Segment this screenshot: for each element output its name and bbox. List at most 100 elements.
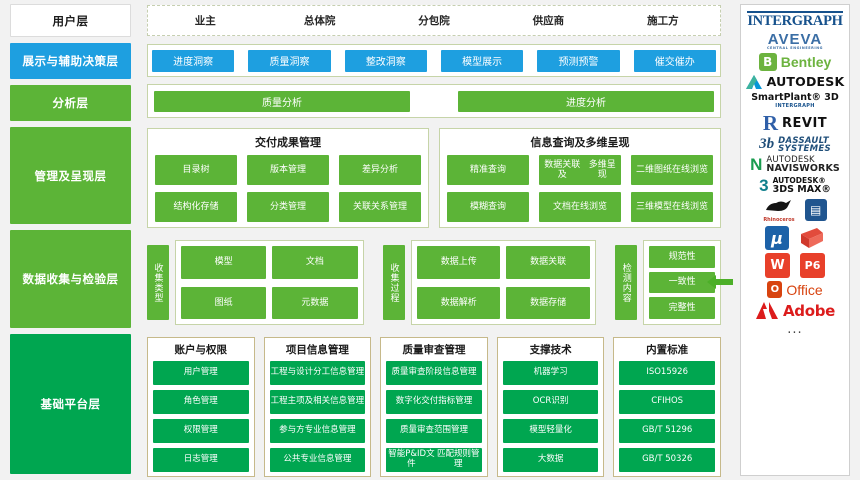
platform-item[interactable]: 质量审查范围管理 — [386, 419, 482, 443]
platform-item[interactable]: 智能P&ID文件匹配规则管理 — [386, 448, 482, 472]
logo-text: REVIT — [782, 115, 828, 131]
platform-item[interactable]: 权限管理 — [153, 419, 249, 443]
logo-subtext: CENTRAL ENGINEERING — [766, 45, 824, 50]
logo-dassault-systemes: 3b DASSAULT SYSTEMES — [745, 135, 845, 153]
layer-label-text: 分析层 — [52, 96, 89, 110]
layer-label-text: 展示与辅助决策层 — [22, 54, 119, 68]
platform-item[interactable]: 质量审查阶段信息管理 — [386, 361, 482, 385]
check-content-item[interactable]: 一致性 — [649, 271, 715, 294]
platform-item[interactable]: 参与方专业信息管理 — [269, 419, 366, 443]
logo-subtext: INTERGRAPH — [775, 102, 815, 109]
analysis-bar[interactable]: 质量分析 — [154, 90, 410, 112]
collection-type-tab: 收集类型 — [147, 245, 169, 320]
management-panel-row: 交付成果管理 目录树 版本管理 差异分析 结构化存储 分类管理 关联关系管理 信… — [147, 128, 721, 228]
insight-button[interactable]: 质量洞察 — [248, 49, 331, 72]
layer-label-text: 管理及呈现层 — [34, 168, 107, 183]
collection-process-item[interactable]: 数据解析 — [417, 286, 501, 319]
layer-legend-column: 用户层 展示与辅助决策层 分析层 管理及呈现层 数据收集与检验层 基础平台层 — [0, 0, 141, 480]
panel-item[interactable]: 三维模型在线浏览 — [631, 192, 713, 222]
more-text: ... — [787, 322, 803, 338]
logo-text: DASSAULT — [778, 135, 829, 146]
platform-item[interactable]: 大数据 — [502, 448, 599, 472]
panel-item[interactable]: 结构化存储 — [155, 192, 237, 222]
insight-button[interactable]: 预测预警 — [537, 49, 620, 72]
collection-type-panel: 模型 文档 图纸 元数据 — [175, 240, 364, 325]
collection-type-item[interactable]: 模型 — [181, 246, 267, 279]
logo-text: AVEVA — [767, 30, 823, 48]
spacer — [602, 240, 610, 325]
platform-item-list: 用户管理 角色管理 权限管理 日志管理 — [153, 361, 249, 472]
logo-rhino-and-tekla: Rhinoceros ▤ — [745, 197, 845, 223]
logo-text: INTERGRAPH — [747, 11, 843, 29]
collection-type-item[interactable]: 元数据 — [272, 286, 358, 319]
panel-item[interactable]: 分类管理 — [247, 192, 329, 222]
platform-item[interactable]: 模型轻量化 — [502, 419, 599, 443]
layer-label-text: 数据收集与检验层 — [22, 272, 119, 286]
logo-text: Adobe — [782, 301, 836, 320]
panel-item-grid: 精准查询 数据关联及多维呈现 二维图纸在线浏览 模糊查询 文档在线浏览 三维模型… — [447, 155, 713, 222]
collection-type-item[interactable]: 图纸 — [181, 286, 267, 319]
office-mark-icon: O — [767, 281, 783, 299]
platform-item[interactable]: 工程与设计分工信息管理 — [269, 361, 366, 385]
platform-item[interactable]: 用户管理 — [153, 361, 249, 385]
insight-button[interactable]: 整改洞察 — [344, 49, 427, 72]
software-logo-panel: INTERGRAPH AVEVA CENTRAL ENGINEERING B B… — [740, 4, 850, 476]
platform-item[interactable]: GB/T 50326 — [619, 448, 715, 472]
spacer — [370, 240, 378, 325]
platform-item[interactable]: 机器学习 — [502, 361, 599, 385]
platform-item[interactable]: 数字化交付指标管理 — [386, 390, 482, 414]
management-panel-delivery: 交付成果管理 目录树 版本管理 差异分析 结构化存储 分类管理 关联关系管理 — [147, 128, 429, 228]
sketchup-mark-icon — [801, 228, 823, 249]
role-item: 业主 — [194, 15, 216, 27]
panel-item[interactable]: 版本管理 — [247, 155, 329, 185]
platform-item[interactable]: CFIHOS — [619, 390, 715, 414]
platform-column-title: 账户与权限 — [174, 344, 228, 356]
platform-item[interactable]: GB/T 51296 — [619, 419, 715, 443]
insight-button[interactable]: 进度洞察 — [152, 49, 235, 72]
autodesk-mark-icon — [745, 74, 762, 89]
platform-column-title: 项目信息管理 — [285, 344, 349, 356]
platform-item[interactable]: 工程主项及相关信息管理 — [269, 390, 366, 414]
platform-item-list: ISO15926 CFIHOS GB/T 51296 GB/T 50326 — [619, 361, 715, 472]
panel-item[interactable]: 文档在线浏览 — [539, 192, 621, 222]
panel-item[interactable]: 目录树 — [155, 155, 237, 185]
platform-column-title: 质量审查管理 — [402, 344, 466, 356]
logo-text: SmartPlant® 3D — [751, 91, 839, 103]
platform-item[interactable]: 角色管理 — [153, 390, 249, 414]
insight-button[interactable]: 模型展示 — [440, 49, 524, 72]
collection-process-item[interactable]: 数据上传 — [417, 246, 501, 279]
platform-item[interactable]: ISO15926 — [619, 361, 715, 385]
platform-item[interactable]: OCR识别 — [502, 390, 599, 414]
logo-aveva: AVEVA CENTRAL ENGINEERING — [745, 32, 845, 50]
platform-column-project-info: 项目信息管理 工程与设计分工信息管理 工程主项及相关信息管理 参与方专业信息管理… — [263, 337, 372, 477]
platform-item-list: 工程与设计分工信息管理 工程主项及相关信息管理 参与方专业信息管理 公共专业信息… — [269, 361, 366, 472]
check-content-item[interactable]: 完整性 — [649, 297, 715, 319]
layer-label-data-collection: 数据收集与检验层 — [10, 230, 131, 328]
role-item: 供应商 — [532, 15, 565, 27]
platform-item-list: 质量审查阶段信息管理 数字化交付指标管理 质量审查范围管理 智能P&ID文件匹配… — [386, 361, 482, 472]
panel-item[interactable]: 精准查询 — [447, 155, 529, 185]
collection-type-item[interactable]: 文档 — [272, 246, 358, 279]
platform-item[interactable]: 公共专业信息管理 — [269, 448, 366, 472]
panel-item[interactable]: 二维图纸在线浏览 — [631, 155, 713, 185]
panel-item[interactable]: 关联关系管理 — [339, 192, 421, 222]
analysis-bar[interactable]: 进度分析 — [458, 90, 714, 112]
logo-3ds-max: 3 AUTODESK® 3DS MAX® — [745, 177, 845, 194]
panel-item-grid: 目录树 版本管理 差异分析 结构化存储 分类管理 关联关系管理 — [155, 155, 421, 222]
panel-item[interactable]: 差异分析 — [339, 155, 421, 185]
wps-mark-icon: W — [765, 253, 790, 279]
collection-process-item[interactable]: 数据关联 — [506, 246, 590, 279]
panel-item[interactable]: 数据关联及多维呈现 — [539, 155, 621, 185]
insight-button[interactable]: 催交催办 — [633, 49, 716, 72]
role-item: 分包院 — [418, 15, 450, 27]
platform-column-row: 账户与权限 用户管理 角色管理 权限管理 日志管理 项目信息管理 工程与设计分工… — [147, 337, 721, 477]
tekla-mark-icon: ▤ — [804, 199, 827, 222]
layer-label-text: 用户层 — [52, 13, 89, 28]
platform-item[interactable]: 日志管理 — [153, 448, 249, 472]
panel-item[interactable]: 模糊查询 — [447, 192, 529, 222]
platform-column-quality-review: 质量审查管理 质量审查阶段信息管理 数字化交付指标管理 质量审查范围管理 智能P… — [380, 337, 488, 477]
collection-process-item[interactable]: 数据存储 — [506, 286, 590, 319]
check-content-item[interactable]: 规范性 — [649, 246, 715, 268]
layer-label-user: 用户层 — [10, 4, 131, 37]
